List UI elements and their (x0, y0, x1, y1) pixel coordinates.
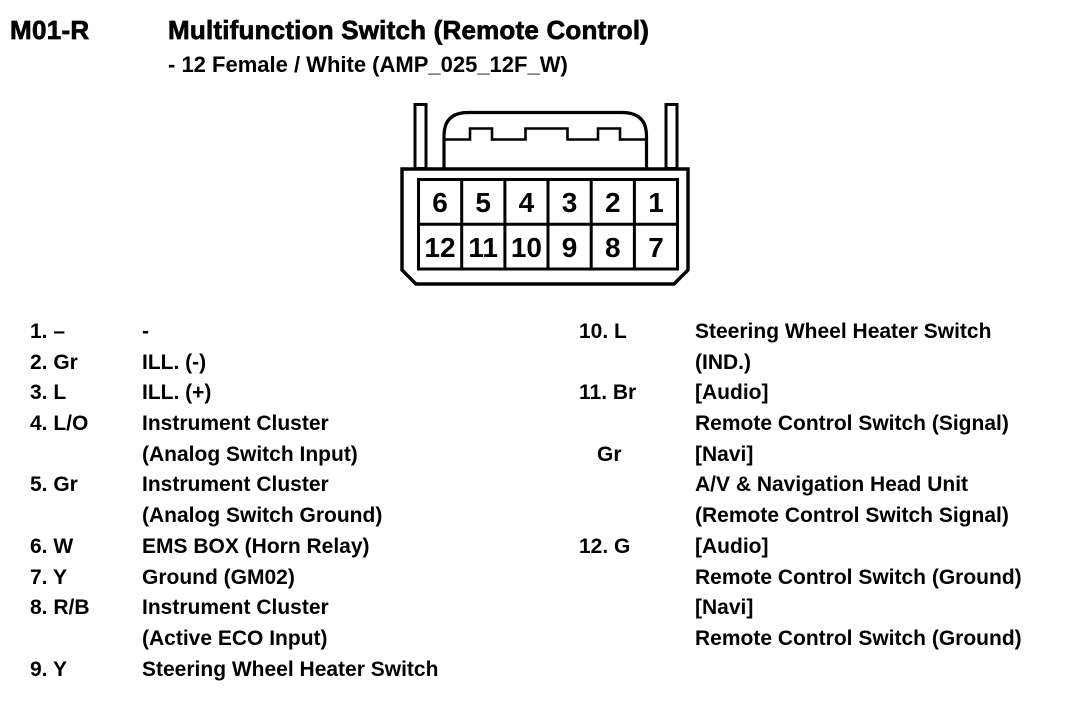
pin-description: Instrument Cluster (142, 473, 329, 497)
connector-body-shape (400, 167, 690, 286)
pin-row: 5. Gr Instrument Cluster (30, 470, 530, 501)
connector-subtitle: - 12 Female / White (AMP_025_12F_W) (168, 52, 568, 77)
pin-label: 11. Br (579, 381, 637, 405)
pin-description: ILL. (-) (142, 350, 207, 374)
pin-number: 12 (424, 232, 455, 263)
pin-description: Steering Wheel Heater Switch (695, 320, 992, 343)
pin-description: (Active ECO Input) (142, 626, 328, 650)
pin-number: 9 (562, 232, 578, 263)
pin-number: 1 (648, 187, 664, 218)
page-title: Multifunction Switch (Remote Control) (168, 15, 650, 46)
pin-row: 6. W EMS BOX (Horn Relay) (30, 532, 530, 563)
pin-label: 3. L (30, 381, 67, 405)
pin-description: ILL. (+) (142, 381, 212, 405)
pin-number: 5 (475, 187, 491, 218)
pin-label: 2. Gr (30, 350, 78, 374)
pin-row: 11. Br [Audio] (579, 378, 1069, 409)
pin-label: 12. G (579, 534, 631, 558)
pin-description: Ground (GM02) (142, 565, 295, 589)
pin-number: 2 (605, 187, 621, 218)
pin-row: (Remote Control Switch Signal) (579, 501, 1069, 532)
pin-description: [Audio] (695, 534, 769, 558)
pin-row: 1. – - (30, 317, 530, 348)
pin-number: 7 (648, 232, 664, 263)
pin-label: 7. Y (30, 565, 67, 589)
connector-code: M01-R (10, 15, 90, 46)
pin-wire-label: Gr (597, 442, 622, 466)
pin-row: 12. G [Audio] (579, 532, 1069, 563)
pin-label: 8. R/B (30, 596, 90, 620)
pin-label: 4. L/O (30, 412, 89, 436)
pin-row: 7. Y Ground (GM02) (30, 563, 530, 594)
connector-diagram: 6 5 4 3 2 1 12 11 10 9 8 7 (400, 103, 690, 286)
pin-number: 4 (519, 187, 535, 218)
pin-description: [Audio] (695, 381, 769, 405)
pin-description: [Navi] (695, 442, 754, 466)
pin-list-right: 10. L Steering Wheel Heater Switch (IND.)… (579, 317, 1069, 655)
pin-row: Remote Control Switch (Signal) (579, 409, 1069, 440)
latch-right-prong-shape (664, 103, 679, 170)
pin-label: 6. W (30, 534, 74, 558)
pin-description: Instrument Cluster (142, 412, 329, 436)
pin-description: (IND.) (695, 350, 751, 374)
pin-row: (IND.) (579, 348, 1069, 379)
pin-number: 6 (432, 187, 448, 218)
pin-number: 11 (468, 232, 498, 263)
pin-row: 2. Gr ILL. (-) (30, 348, 530, 379)
pin-description: [Navi] (695, 596, 754, 620)
pin-row: 3. L ILL. (+) (30, 378, 530, 409)
pin-description: (Analog Switch Ground) (142, 504, 383, 528)
pin-number: 8 (605, 232, 621, 263)
pin-row: 4. L/O Instrument Cluster (30, 409, 530, 440)
pin-description: Instrument Cluster (142, 596, 329, 620)
pin-number: 3 (562, 187, 578, 218)
pin-row: Gr [Navi] (579, 440, 1069, 471)
pin-label: 1. – (30, 320, 66, 343)
pin-row: A/V & Navigation Head Unit (579, 470, 1069, 501)
pin-description: EMS BOX (Horn Relay) (142, 534, 370, 558)
pin-row: 8. R/B Instrument Cluster (30, 593, 530, 624)
pin-description: A/V & Navigation Head Unit (695, 473, 969, 497)
pin-row: 9. Y Steering Wheel Heater Switch (30, 655, 530, 686)
pin-description: Steering Wheel Heater Switch (142, 657, 439, 681)
pin-row: Remote Control Switch (Ground) (579, 563, 1069, 594)
pin-row: (Analog Switch Ground) (30, 501, 530, 532)
pin-description: (Analog Switch Input) (142, 442, 358, 466)
pin-row: Remote Control Switch (Ground) (579, 624, 1069, 655)
latch-hood-shape (442, 110, 649, 168)
pin-description: Remote Control Switch (Ground) (695, 565, 1022, 589)
pin-description: - (142, 320, 149, 343)
pin-row: [Navi] (579, 593, 1069, 624)
pin-grid-lines (418, 179, 678, 269)
latch-tabs-shape (444, 127, 647, 141)
pin-label: 5. Gr (30, 473, 78, 497)
pin-label: 9. Y (30, 657, 67, 681)
pin-label: 10. L (579, 320, 627, 343)
pin-description: (Remote Control Switch Signal) (695, 504, 1009, 528)
pin-row: (Analog Switch Input) (30, 440, 530, 471)
latch-left-prong-shape (413, 103, 428, 170)
pin-row: 10. L Steering Wheel Heater Switch (579, 317, 1069, 348)
pin-row: (Active ECO Input) (30, 624, 530, 655)
pin-description: Remote Control Switch (Ground) (695, 626, 1022, 650)
pin-description: Remote Control Switch (Signal) (695, 412, 1009, 436)
pin-number: 10 (511, 232, 542, 263)
pin-list-left: 1. – - 2. Gr ILL. (-) 3. L ILL. (+) 4. L/O I… (30, 317, 530, 685)
